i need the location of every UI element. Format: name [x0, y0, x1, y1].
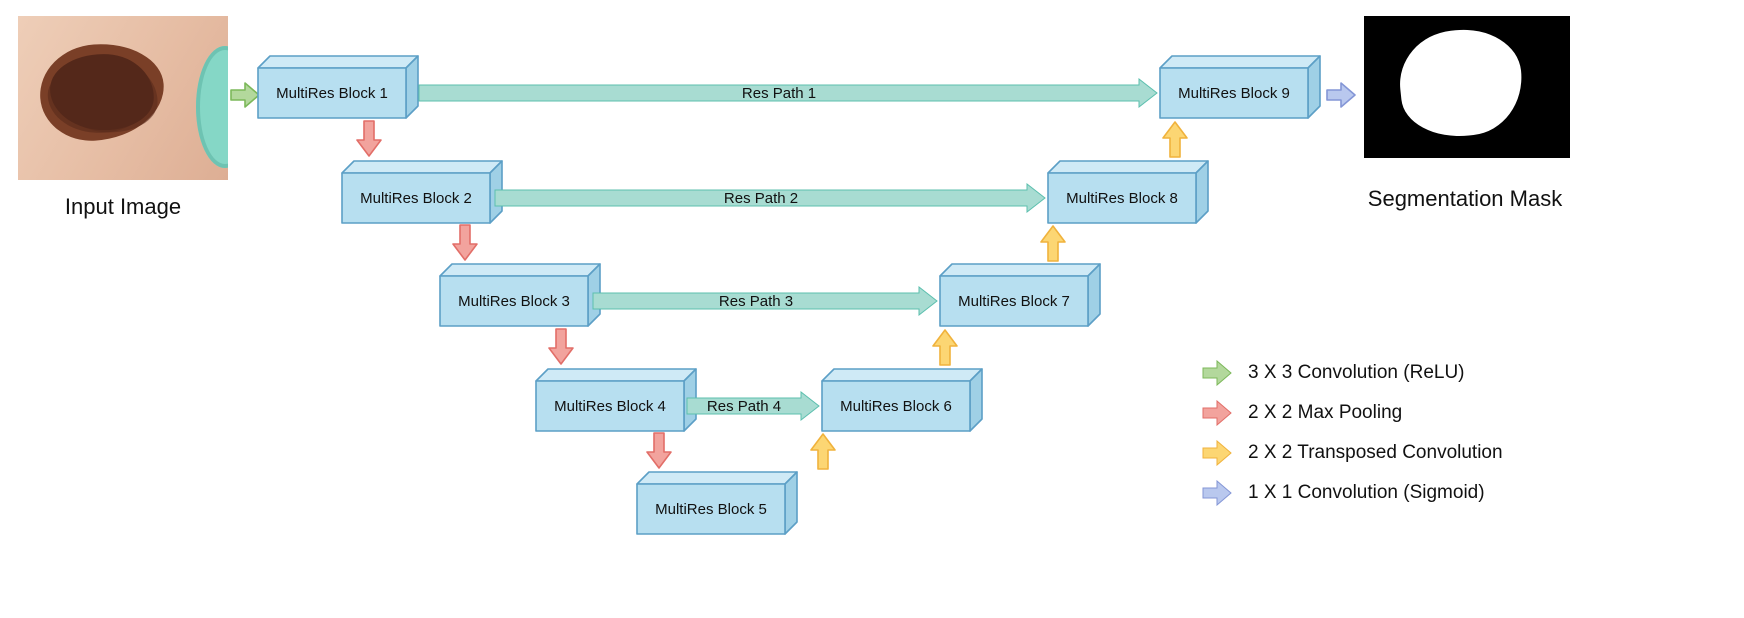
max-pool-arrow-4-5 — [646, 432, 672, 469]
block-3d-shape — [636, 471, 798, 535]
legend-item-max-pooling: 2 X 2 Max Pooling — [1202, 400, 1503, 426]
multires-block-1: MultiRes Block 1 — [257, 55, 419, 119]
teal-marker-object — [196, 46, 228, 168]
res-path-1-label: Res Path 1 — [741, 84, 817, 102]
transposed-conv-arrow-6-7 — [932, 329, 958, 366]
multires-block-9-label: MultiRes Block 9 — [1178, 84, 1290, 102]
multires-block-5: MultiRes Block 5 — [636, 471, 798, 535]
max-pool-arrow-3-4 — [548, 328, 574, 365]
res-path-2: Res Path 2 — [494, 183, 1046, 213]
block-3d-shape — [1159, 55, 1321, 119]
segmentation-mask-caption: Segmentation Mask — [1367, 186, 1563, 211]
max-pool-arrow-2-3 — [452, 224, 478, 261]
input-image-caption: Input Image — [64, 194, 182, 219]
res-path-4: Res Path 4 — [686, 391, 820, 421]
multires-block-8: MultiRes Block 8 — [1047, 160, 1209, 224]
block-3d-shape — [439, 263, 601, 327]
transposed-conv-arrow-5-6 — [810, 433, 836, 470]
block-3d-shape — [257, 55, 419, 119]
input-image — [18, 16, 228, 180]
multires-block-4-label: MultiRes Block 4 — [554, 397, 666, 415]
res-path-4-arrow — [686, 391, 820, 421]
block-3d-shape — [535, 368, 697, 432]
res-path-1: Res Path 1 — [418, 78, 1158, 108]
block-3d-shape — [939, 263, 1101, 327]
yellow-right-arrow-icon — [1202, 440, 1232, 466]
max-pool-arrow-1-2 — [356, 120, 382, 157]
legend-item-conv-sigmoid: 1 X 1 Convolution (Sigmoid) — [1202, 480, 1503, 506]
res-path-2-arrow — [494, 183, 1046, 213]
res-path-3: Res Path 3 — [592, 286, 938, 316]
transposed-conv-arrow-7-8 — [1040, 225, 1066, 262]
legend: 3 X 3 Convolution (ReLU) 2 X 2 Max Pooli… — [1202, 360, 1503, 506]
multires-block-7: MultiRes Block 7 — [939, 263, 1101, 327]
res-path-2-label: Res Path 2 — [723, 189, 799, 207]
multires-block-2-label: MultiRes Block 2 — [360, 189, 472, 207]
legend-item-conv-relu: 3 X 3 Convolution (ReLU) — [1202, 360, 1503, 386]
legend-label-transposed-conv: 2 X 2 Transposed Convolution — [1248, 442, 1503, 463]
legend-label-conv-relu: 3 X 3 Convolution (ReLU) — [1248, 362, 1465, 383]
blue-right-arrow-icon — [1202, 480, 1232, 506]
multires-block-9: MultiRes Block 9 — [1159, 55, 1321, 119]
multires-block-6: MultiRes Block 6 — [821, 368, 983, 432]
legend-label-conv-sigmoid: 1 X 1 Convolution (Sigmoid) — [1248, 482, 1485, 503]
legend-item-transposed-conv: 2 X 2 Transposed Convolution — [1202, 440, 1503, 466]
multires-block-8-label: MultiRes Block 8 — [1066, 189, 1178, 207]
conv-relu-arrow — [230, 82, 260, 108]
res-path-4-label: Res Path 4 — [706, 397, 782, 415]
green-right-arrow-icon — [1202, 360, 1232, 386]
res-path-3-label: Res Path 3 — [718, 292, 794, 310]
multires-block-7-label: MultiRes Block 7 — [958, 292, 1070, 310]
multires-block-4: MultiRes Block 4 — [535, 368, 697, 432]
conv-sigmoid-arrow — [1326, 82, 1356, 108]
multires-block-3: MultiRes Block 3 — [439, 263, 601, 327]
mask-blob — [1394, 23, 1528, 143]
multires-block-6-label: MultiRes Block 6 — [840, 397, 952, 415]
legend-label-max-pooling: 2 X 2 Max Pooling — [1248, 402, 1403, 423]
res-path-1-arrow — [418, 78, 1158, 108]
multires-block-5-label: MultiRes Block 5 — [655, 500, 767, 518]
multires-block-2: MultiRes Block 2 — [341, 160, 503, 224]
block-3d-shape — [821, 368, 983, 432]
multires-block-3-label: MultiRes Block 3 — [458, 292, 570, 310]
red-right-arrow-icon — [1202, 400, 1232, 426]
multires-block-1-label: MultiRes Block 1 — [276, 84, 388, 102]
segmentation-mask — [1364, 16, 1570, 158]
block-3d-shape — [1047, 160, 1209, 224]
transposed-conv-arrow-8-9 — [1162, 121, 1188, 158]
block-3d-shape — [341, 160, 503, 224]
res-path-3-arrow — [592, 286, 938, 316]
